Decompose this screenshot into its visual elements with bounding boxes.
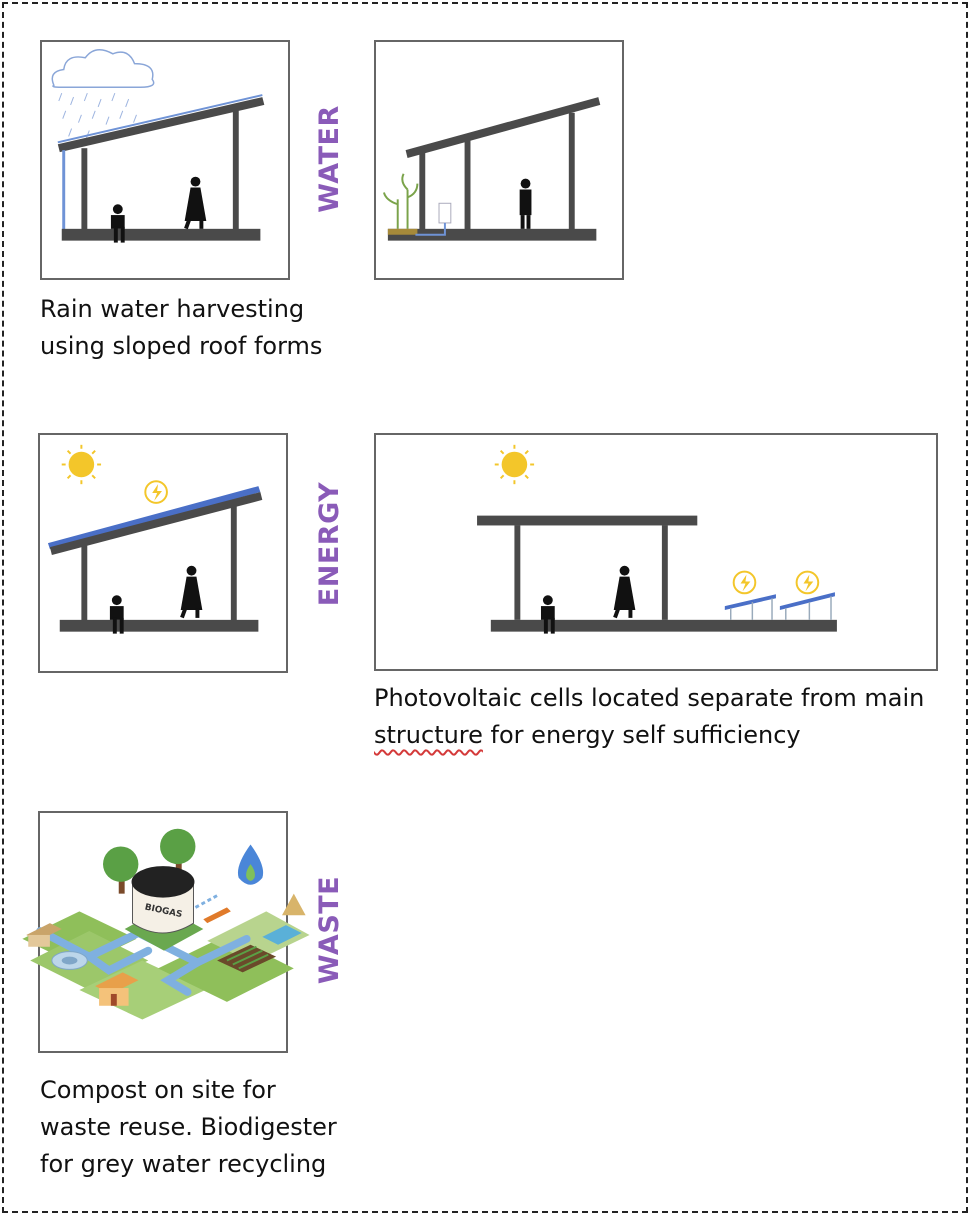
waste-caption-line-3: for grey water recycling <box>40 1150 327 1178</box>
floor-slab <box>59 619 259 632</box>
water-caption-line-1: Rain water harvesting <box>40 295 305 323</box>
pv-array-2 <box>779 570 835 620</box>
person-icon <box>184 176 207 230</box>
energy-roof-pv-panel <box>38 433 288 673</box>
energy-caption-line-2-rest: for energy self sufficiency <box>482 721 801 749</box>
biogas-tank-icon: BIOGAS <box>124 866 204 951</box>
column-right <box>661 525 668 620</box>
water-drop-icon <box>237 844 264 885</box>
person-icon <box>110 204 125 243</box>
cloud-icon <box>51 49 155 88</box>
column-left <box>81 545 88 624</box>
energy-caption: Photovoltaic cells located separate from… <box>374 680 954 754</box>
rain-drops <box>58 92 137 139</box>
sloped-roof <box>405 97 601 159</box>
farm-plot-icon <box>217 944 277 973</box>
energy-separate-pv-panel <box>374 433 938 671</box>
energy-caption-line-1: Photovoltaic cells located separate from… <box>374 684 925 712</box>
sloped-roof <box>57 97 265 153</box>
energy-caption-line-2: structure for energy self sufficiency <box>374 717 954 754</box>
person-icon <box>613 565 636 619</box>
water-reuse-diagram <box>382 97 601 241</box>
lightning-icon <box>732 570 757 595</box>
person-icon <box>109 595 124 634</box>
column-left <box>514 525 521 620</box>
plant-icon <box>382 173 419 229</box>
waste-caption-line-1: Compost on site for <box>40 1076 276 1104</box>
waste-biodigester-panel: BIOGAS <box>22 811 310 1053</box>
water-harvest-panel <box>40 40 290 280</box>
water-reuse-panel <box>374 40 624 280</box>
water-section-label: WATER <box>314 105 345 213</box>
ground-slab <box>490 619 837 632</box>
roof-water-film <box>57 94 263 144</box>
water-harvest-diagram <box>51 49 265 243</box>
waste-caption: Compost on site for waste reuse. Biodige… <box>40 1072 380 1183</box>
solar-roof <box>47 486 261 550</box>
spellcheck-underlined-word: structure <box>374 721 483 749</box>
waste-caption-line-2: waste reuse. Biodigester <box>40 1113 337 1141</box>
sloped-roof <box>49 492 263 555</box>
tent-icon <box>282 893 306 916</box>
waste-section-label: WASTE <box>314 875 345 985</box>
column-right <box>568 112 575 233</box>
arrow-icon <box>194 894 231 924</box>
water-caption: Rain water harvesting using sloped roof … <box>40 291 360 365</box>
floor-slab <box>387 228 597 241</box>
person-icon <box>519 178 532 229</box>
column-right <box>230 503 237 624</box>
energy-separate-pv-diagram <box>477 444 837 634</box>
person-icon <box>180 565 203 619</box>
waste-biodigester-diagram: BIOGAS <box>22 828 310 1020</box>
lightning-icon <box>144 480 168 504</box>
column-left <box>419 150 426 233</box>
column-right <box>232 110 239 233</box>
house-icon <box>26 923 62 947</box>
lightning-icon <box>795 570 820 595</box>
planter-soil <box>387 228 418 235</box>
pv-array-1 <box>724 570 776 620</box>
person-icon <box>540 595 555 634</box>
sun-icon <box>61 444 102 485</box>
treatment-tank-icon <box>51 951 88 970</box>
flat-roof <box>477 515 698 526</box>
greywater-tank <box>438 202 452 224</box>
water-caption-line-2: using sloped roof forms <box>40 332 323 360</box>
floor-slab <box>61 228 261 241</box>
column-left <box>81 148 88 233</box>
energy-roof-pv-diagram <box>47 444 263 634</box>
column-mid <box>464 138 471 233</box>
pond-icon <box>262 925 302 945</box>
sun-icon <box>494 444 535 485</box>
tree-icon <box>103 828 196 894</box>
greywater-pipe <box>415 222 446 236</box>
energy-section-label: ENERGY <box>314 481 345 607</box>
building-icon <box>95 972 139 1006</box>
